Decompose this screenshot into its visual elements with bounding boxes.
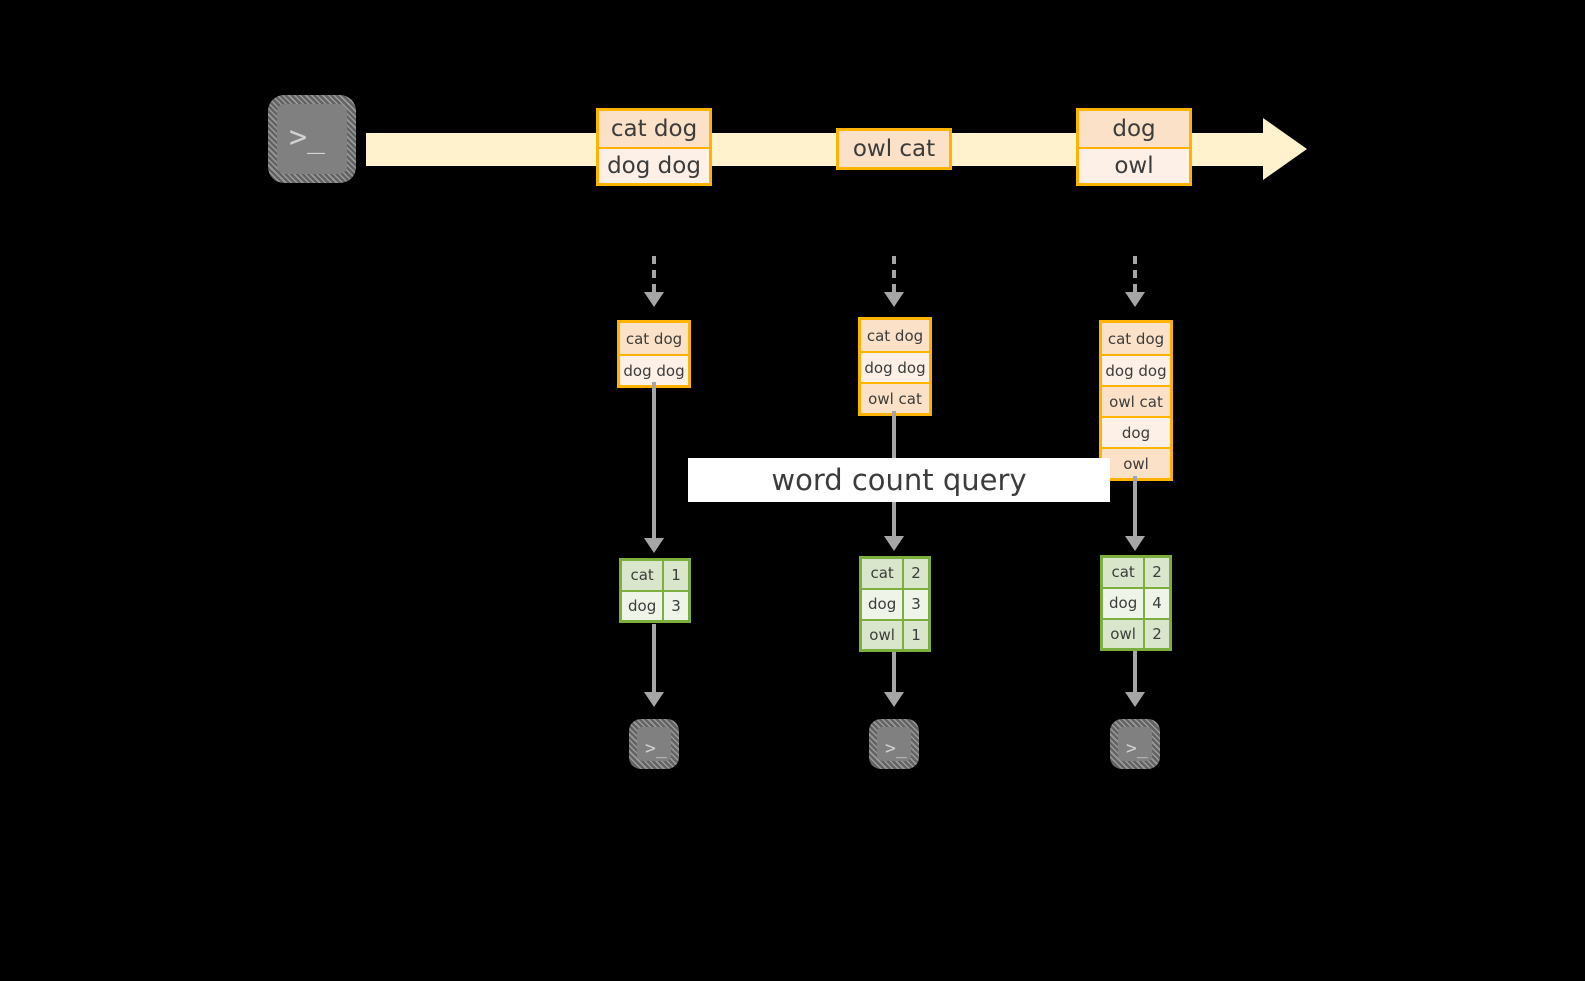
terminal-body [637,727,671,761]
stream-event-line: dog [1079,111,1189,147]
accumulated-line: cat dog [861,320,929,351]
accumulated-line: dog [1102,416,1170,447]
result-row: owl 1 [860,618,930,651]
event-stream-arrow-head [1263,118,1307,180]
snapshot-2-result-table: cat 2 dog 3 owl 1 [859,556,931,652]
arrowhead-to-result-3 [1125,536,1145,551]
arrowhead-to-snapshot-2 [884,292,904,307]
snapshot-3-result-table: cat 2 dog 4 owl 2 [1100,555,1172,651]
terminal-prompt-glyph: >_ [645,738,667,759]
result-row: owl 2 [1101,617,1171,650]
result-word: cat [620,559,664,591]
result-row: dog 4 [1101,586,1171,619]
arrowhead-to-sink-3 [1125,692,1145,707]
result-row: dog 3 [620,589,690,622]
solid-connector-sink-3 [1133,651,1137,692]
result-word: owl [860,618,904,651]
snapshot-1-accumulated-table: cat dog dog dog [617,320,691,388]
query-banner-label: word count query [771,463,1027,497]
sink-terminal-icon-2: >_ [868,718,920,770]
arrowhead-to-snapshot-1 [644,292,664,307]
arrowhead-to-snapshot-3 [1125,292,1145,307]
result-word: cat [860,557,904,589]
dashed-connector-3 [1133,256,1137,292]
arrowhead-to-result-2 [884,536,904,551]
arrowhead-to-sink-2 [884,692,904,707]
result-row: cat 2 [1101,556,1171,588]
terminal-body [877,727,911,761]
accumulated-line: cat dog [620,323,688,354]
result-row: cat 1 [620,559,690,591]
result-count: 2 [902,557,930,589]
sink-terminal-icon-3: >_ [1109,718,1161,770]
result-count: 1 [902,618,930,651]
terminal-body [277,104,347,174]
accumulated-line: dog dog [861,351,929,382]
result-word: dog [1101,586,1145,619]
result-count: 3 [902,587,930,620]
dashed-connector-2 [892,256,896,292]
dashed-connector-1 [652,256,656,292]
query-banner: word count query [688,458,1110,502]
result-row: dog 3 [860,587,930,620]
stream-event-line: cat dog [599,111,709,147]
result-count: 2 [1143,556,1171,588]
sink-terminal-icon-1: >_ [628,718,680,770]
stream-event-1: cat dog dog dog [596,108,712,186]
terminal-body [1118,727,1152,761]
snapshot-1-result-table: cat 1 dog 3 [619,558,691,623]
arrowhead-to-result-1 [644,538,664,553]
accumulated-line: owl [1102,447,1170,478]
result-count: 3 [662,589,690,622]
solid-connector-sink-1 [652,624,656,692]
arrowhead-to-sink-1 [644,692,664,707]
accumulated-line: dog dog [1102,354,1170,385]
accumulated-line: owl cat [1102,385,1170,416]
solid-connector-1 [652,382,656,538]
result-count: 4 [1143,586,1171,619]
accumulated-line: cat dog [1102,323,1170,354]
snapshot-2-accumulated-table: cat dog dog dog owl cat [858,317,932,416]
result-row: cat 2 [860,557,930,589]
result-word: dog [620,589,664,622]
solid-connector-3 [1133,476,1137,536]
terminal-prompt-glyph: >_ [885,738,907,759]
snapshot-3-accumulated-table: cat dog dog dog owl cat dog owl [1099,320,1173,481]
result-count: 1 [662,559,690,591]
terminal-prompt-glyph: >_ [289,120,326,155]
source-terminal-icon: >_ [268,95,356,183]
result-word: dog [860,587,904,620]
accumulated-line: dog dog [620,354,688,385]
result-count: 2 [1143,617,1171,650]
stream-event-line: owl [1079,147,1189,183]
accumulated-line: owl cat [861,382,929,413]
stream-event-line: dog dog [599,147,709,183]
stream-event-2: owl cat [836,128,952,170]
result-word: cat [1101,556,1145,588]
stream-event-3: dog owl [1076,108,1192,186]
terminal-prompt-glyph: >_ [1126,738,1148,759]
stream-event-line: owl cat [839,131,949,167]
result-word: owl [1101,617,1145,650]
solid-connector-sink-2 [892,652,896,692]
